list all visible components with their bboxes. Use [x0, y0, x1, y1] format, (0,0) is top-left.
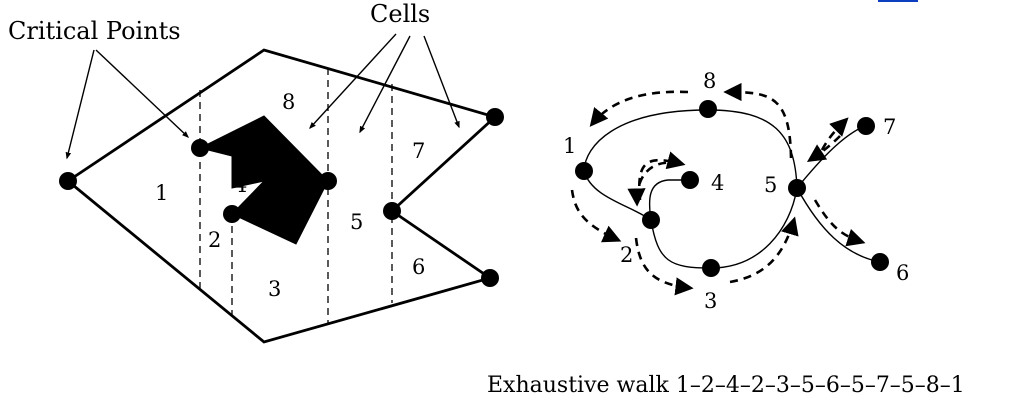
cell-number: 2	[208, 228, 221, 252]
link-underline-fragment	[878, 0, 918, 2]
graph-node-label: 6	[896, 261, 909, 285]
critical-points-arrow	[95, 49, 190, 138]
graph-node-label: 2	[620, 243, 633, 267]
graph-node	[702, 259, 720, 277]
cell-number: 8	[282, 90, 295, 114]
critical-point	[486, 108, 504, 126]
walk-arrow-5-7	[820, 117, 849, 151]
obstacle-polygon	[198, 115, 329, 245]
graph-edge-2-3-5	[650, 187, 798, 269]
graph-node-label: 8	[703, 69, 716, 93]
graph-node-label: 4	[711, 171, 724, 195]
workspace-diagram: Critical Points Cells 1 2 3 4 5 6 7 8	[8, 0, 504, 344]
cells-arrow	[359, 35, 411, 134]
graph-node	[788, 179, 806, 197]
critical-point	[223, 205, 241, 223]
graph-node-label: 1	[563, 134, 576, 158]
critical-points-label: Critical Points	[8, 17, 181, 45]
graph-node	[575, 162, 593, 180]
walk-arrow-7-5	[806, 135, 841, 163]
adjacency-graph: 1 2 3 4 5 6 7 8 Exhaustive walk 1–2–4–2–…	[487, 69, 965, 398]
walk-arrow-2-3	[634, 237, 694, 296]
walk-arrow-5-8	[723, 82, 793, 159]
walk-caption: Exhaustive walk 1–2–4–2–3–5–6–5–7–5–8–1	[487, 373, 965, 398]
cells-arrow	[309, 33, 397, 130]
cells-arrow	[423, 35, 460, 129]
critical-point	[59, 172, 77, 190]
critical-point	[319, 172, 337, 190]
graph-node	[681, 171, 699, 189]
walk-arrow-4-2	[627, 161, 681, 207]
graph-node	[857, 117, 875, 135]
critical-point	[191, 139, 209, 157]
graph-node-label: 5	[764, 173, 777, 197]
cell-number: 3	[268, 277, 281, 301]
graph-node	[871, 253, 889, 271]
graph-node-label: 3	[704, 289, 717, 313]
cell-number: 5	[350, 210, 363, 234]
walk-arrow-3-5	[729, 216, 799, 284]
graph-edge-5-6	[796, 187, 881, 263]
walk-arrow-1-2	[570, 189, 622, 243]
cell-number: 4	[234, 173, 247, 197]
critical-point	[481, 269, 499, 287]
cell-number: 1	[155, 181, 168, 205]
cell-number: 7	[412, 139, 425, 163]
walk-arrow-8-1	[589, 90, 689, 127]
graph-node-label: 7	[883, 115, 896, 139]
graph-node	[699, 100, 717, 118]
cells-label: Cells	[370, 0, 430, 28]
walk-arrow-5-6	[813, 199, 866, 247]
cell-number: 6	[412, 255, 425, 279]
critical-point	[383, 202, 401, 220]
graph-node	[642, 211, 660, 229]
critical-points-arrow	[65, 49, 95, 160]
